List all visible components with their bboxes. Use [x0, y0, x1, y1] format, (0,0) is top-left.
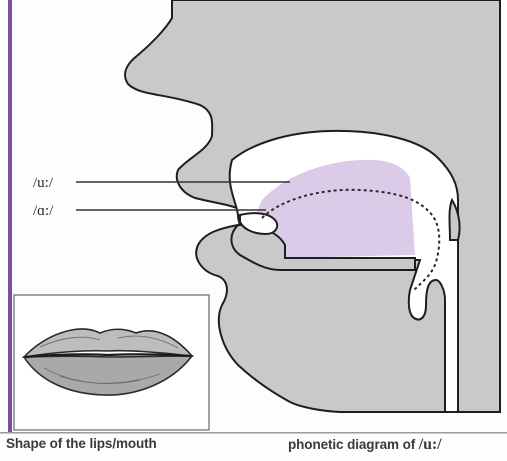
accent-bar [8, 0, 12, 432]
caption-diagram-symbol: /u:/ [419, 436, 442, 453]
label-u-vowel: /u:/ [33, 175, 54, 191]
caption-lips: Shape of the lips/mouth [6, 436, 157, 451]
caption-diagram: phonetic diagram of /u:/ [288, 436, 441, 454]
label-a-vowel: /ɑ:/ [33, 203, 54, 219]
bottom-divider [0, 432, 507, 434]
caption-diagram-prefix: phonetic diagram of [288, 437, 419, 452]
